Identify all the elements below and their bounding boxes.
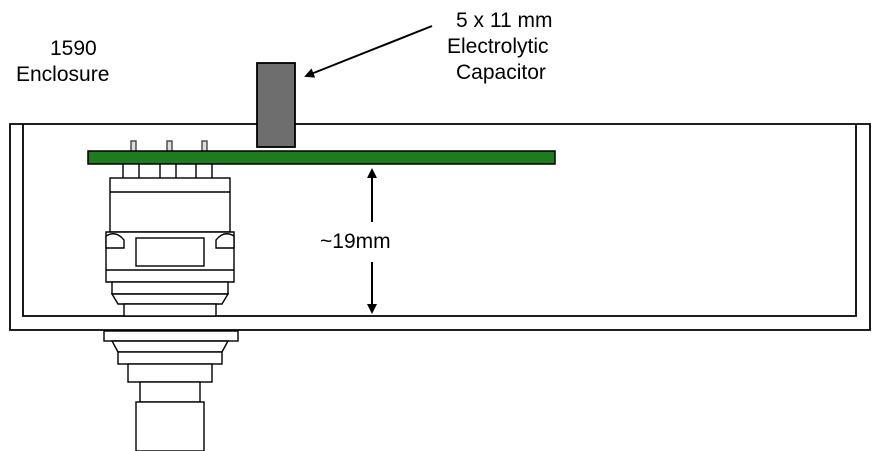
pcb-board <box>87 150 556 165</box>
capacitor-label-line1: 5 x 11 mm <box>456 9 552 32</box>
potentiometer <box>103 163 239 451</box>
enclosure-label-line2: Enclosure <box>16 63 109 86</box>
capacitor-pointer-arrow <box>304 25 433 78</box>
dimension-label: ~19mm <box>320 230 391 253</box>
electrolytic-capacitor <box>256 62 296 148</box>
enclosure <box>9 123 871 331</box>
capacitor-label-line2: Electrolytic <box>447 35 549 58</box>
capacitor-label-line3: Capacitor <box>456 61 546 84</box>
enclosure-label-line1: 1590 <box>50 37 97 60</box>
